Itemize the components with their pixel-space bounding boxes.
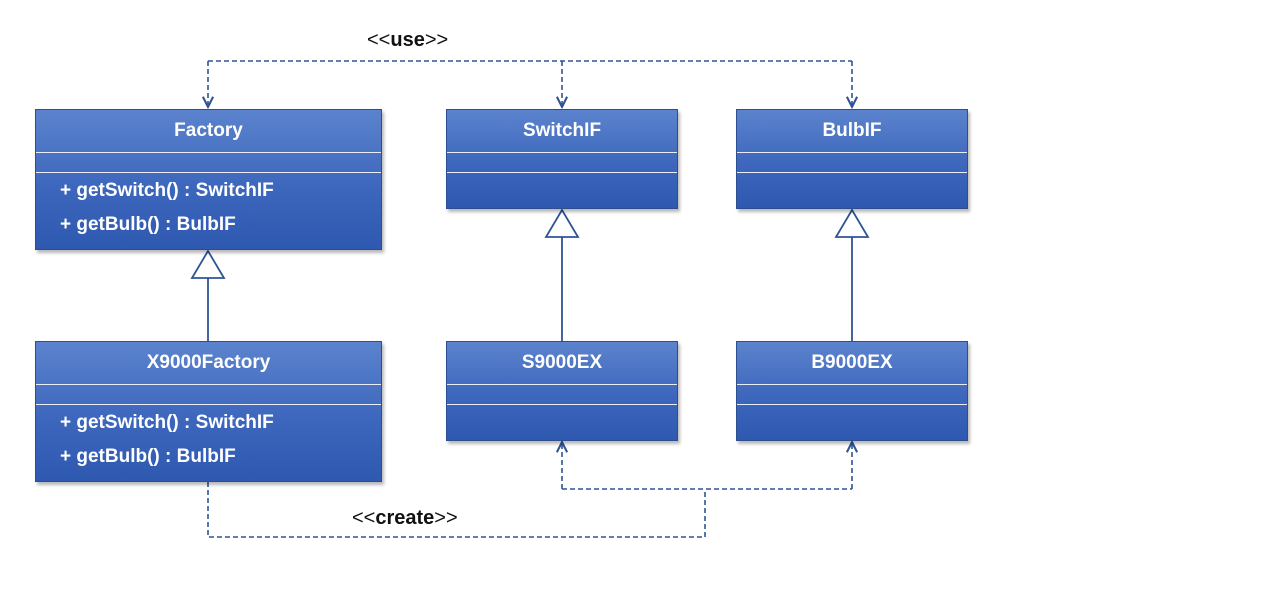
generalization-triangle-factory (190, 249, 226, 279)
class-factory-name: Factory (174, 120, 243, 141)
class-factory-operation: + getSwitch() : SwitchIF (60, 180, 274, 201)
create-line-from-x9000factory (207, 482, 706, 538)
class-factory-divider-1 (36, 152, 381, 153)
class-x9000factory[interactable]: X9000Factory + getSwitch() : SwitchIF + … (35, 341, 382, 482)
generalization-triangle-bulbif (834, 208, 870, 238)
use-stereotype-label: <<use>> (367, 29, 448, 52)
class-x9000factory-operation: + getSwitch() : SwitchIF (60, 412, 274, 433)
class-b9000ex-divider-1 (737, 384, 967, 385)
class-bulbif-divider-1 (737, 152, 967, 153)
create-stereotype-close: >> (434, 507, 458, 529)
use-dependency (208, 60, 852, 107)
create-stereotype-label: <<create>> (352, 507, 458, 530)
use-stereotype-open: << (367, 29, 391, 51)
class-factory-divider-2 (36, 172, 381, 173)
class-x9000factory-divider-2 (36, 404, 381, 405)
class-b9000ex[interactable]: B9000EX (736, 341, 968, 441)
class-b9000ex-divider-2 (737, 404, 967, 405)
class-b9000ex-name: B9000EX (811, 352, 893, 373)
class-x9000factory-divider-1 (36, 384, 381, 385)
class-x9000factory-name: X9000Factory (146, 352, 271, 373)
class-x9000factory-operation: + getBulb() : BulbIF (60, 446, 236, 467)
create-dependency (207, 442, 852, 538)
class-s9000ex-divider-2 (447, 404, 677, 405)
class-switchif[interactable]: SwitchIF (446, 109, 678, 209)
class-switchif-name: SwitchIF (522, 120, 602, 141)
create-stereotype-word: create (375, 507, 435, 529)
generalization-triangle-switchif (544, 208, 580, 238)
class-bulbif[interactable]: BulbIF (736, 109, 968, 209)
class-bulbif-name: BulbIF (822, 120, 882, 141)
class-switchif-divider-1 (447, 152, 677, 153)
class-s9000ex[interactable]: S9000EX (446, 341, 678, 441)
generalizations (190, 208, 870, 341)
class-switchif-divider-2 (447, 172, 677, 173)
class-s9000ex-divider-1 (447, 384, 677, 385)
use-stereotype-close: >> (424, 29, 449, 51)
class-s9000ex-name: S9000EX (521, 352, 603, 373)
class-factory[interactable]: Factory + getSwitch() : SwitchIF + getBu… (35, 109, 382, 250)
class-bulbif-divider-2 (737, 172, 967, 173)
use-stereotype-word: use (390, 29, 425, 51)
class-factory-operation: + getBulb() : BulbIF (60, 214, 236, 235)
create-stereotype-open: << (352, 507, 376, 529)
